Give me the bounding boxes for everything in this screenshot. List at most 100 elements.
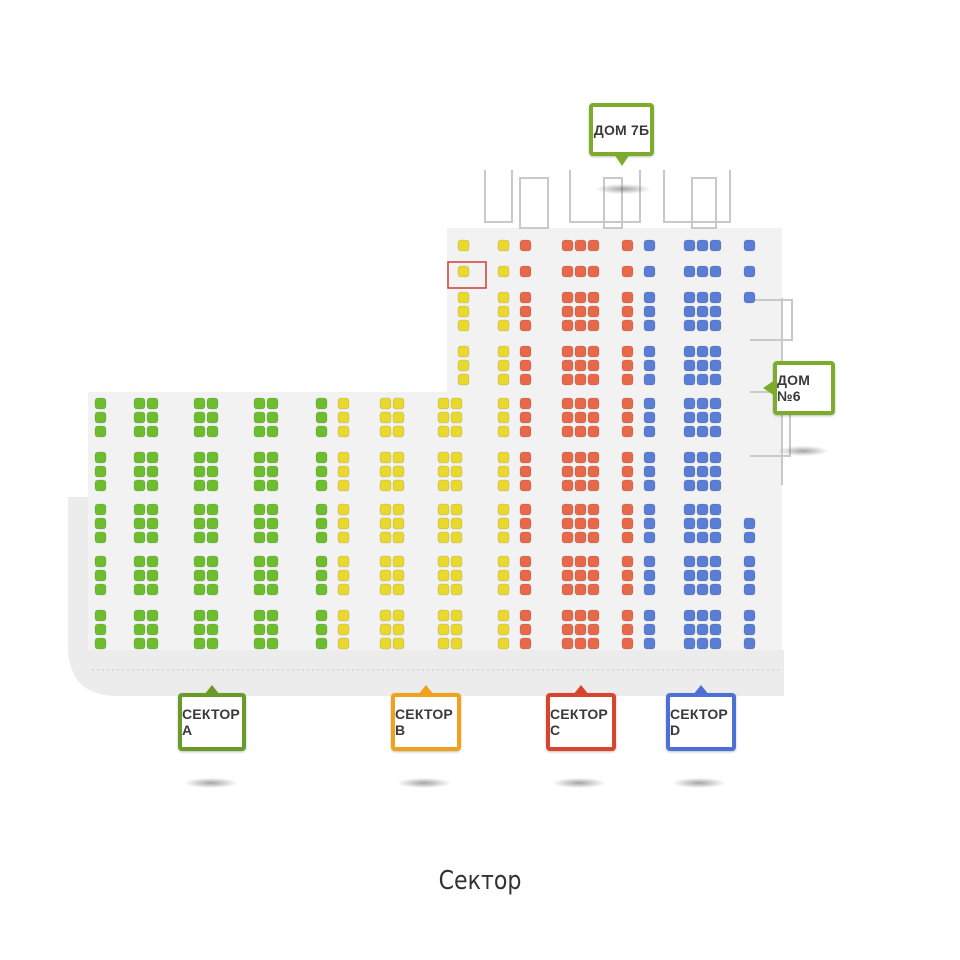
- parking-spot-d[interactable]: [683, 359, 696, 372]
- parking-spot-a[interactable]: [193, 465, 206, 478]
- parking-spot-c[interactable]: [621, 517, 634, 530]
- parking-spot-b[interactable]: [379, 637, 392, 650]
- parking-spot-a[interactable]: [266, 583, 279, 596]
- parking-spot-d[interactable]: [643, 397, 656, 410]
- parking-spot-b[interactable]: [437, 583, 450, 596]
- parking-spot-a[interactable]: [146, 397, 159, 410]
- parking-spot-c[interactable]: [519, 465, 532, 478]
- parking-spot-c[interactable]: [574, 359, 587, 372]
- parking-spot-d[interactable]: [696, 623, 709, 636]
- parking-spot-b[interactable]: [392, 411, 405, 424]
- parking-spot-b[interactable]: [392, 569, 405, 582]
- parking-spot-a[interactable]: [133, 637, 146, 650]
- parking-spot-d[interactable]: [709, 411, 722, 424]
- parking-spot-a[interactable]: [146, 531, 159, 544]
- parking-spot-a[interactable]: [193, 397, 206, 410]
- parking-spot-c[interactable]: [621, 319, 634, 332]
- parking-spot-b[interactable]: [497, 373, 510, 386]
- parking-spot-d[interactable]: [709, 465, 722, 478]
- parking-spot-b[interactable]: [450, 397, 463, 410]
- parking-spot-c[interactable]: [587, 305, 600, 318]
- parking-spot-a[interactable]: [193, 637, 206, 650]
- parking-spot-c[interactable]: [519, 345, 532, 358]
- parking-spot-b[interactable]: [450, 479, 463, 492]
- parking-spot-d[interactable]: [696, 569, 709, 582]
- parking-spot-d[interactable]: [643, 465, 656, 478]
- parking-spot-b[interactable]: [497, 465, 510, 478]
- parking-spot-d[interactable]: [683, 583, 696, 596]
- parking-spot-d[interactable]: [709, 451, 722, 464]
- parking-spot-b[interactable]: [437, 623, 450, 636]
- parking-spot-b[interactable]: [437, 503, 450, 516]
- parking-spot-c[interactable]: [561, 359, 574, 372]
- parking-spot-c[interactable]: [621, 397, 634, 410]
- parking-spot-c[interactable]: [587, 411, 600, 424]
- parking-spot-c[interactable]: [574, 531, 587, 544]
- parking-spot-c[interactable]: [519, 503, 532, 516]
- parking-spot-b[interactable]: [457, 239, 470, 252]
- parking-spot-a[interactable]: [94, 555, 107, 568]
- parking-spot-a[interactable]: [94, 623, 107, 636]
- parking-spot-c[interactable]: [574, 373, 587, 386]
- parking-spot-c[interactable]: [519, 373, 532, 386]
- parking-spot-a[interactable]: [253, 623, 266, 636]
- parking-spot-c[interactable]: [587, 531, 600, 544]
- parking-spot-c[interactable]: [519, 569, 532, 582]
- parking-spot-a[interactable]: [206, 517, 219, 530]
- parking-spot-a[interactable]: [133, 451, 146, 464]
- parking-spot-b[interactable]: [337, 451, 350, 464]
- parking-spot-c[interactable]: [587, 555, 600, 568]
- parking-spot-b[interactable]: [379, 517, 392, 530]
- parking-spot-c[interactable]: [587, 465, 600, 478]
- parking-spot-d[interactable]: [709, 265, 722, 278]
- parking-spot-b[interactable]: [392, 623, 405, 636]
- parking-spot-c[interactable]: [587, 583, 600, 596]
- parking-spot-a[interactable]: [266, 411, 279, 424]
- parking-spot-d[interactable]: [743, 609, 756, 622]
- parking-spot-b[interactable]: [450, 609, 463, 622]
- parking-spot-c[interactable]: [621, 425, 634, 438]
- parking-spot-c[interactable]: [561, 517, 574, 530]
- parking-spot-a[interactable]: [133, 425, 146, 438]
- parking-spot-b[interactable]: [337, 411, 350, 424]
- parking-spot-d[interactable]: [709, 319, 722, 332]
- parking-spot-d[interactable]: [743, 517, 756, 530]
- parking-spot-b[interactable]: [337, 425, 350, 438]
- parking-spot-a[interactable]: [146, 503, 159, 516]
- parking-spot-c[interactable]: [519, 531, 532, 544]
- parking-spot-c[interactable]: [561, 239, 574, 252]
- parking-spot-a[interactable]: [266, 451, 279, 464]
- parking-spot-b[interactable]: [379, 531, 392, 544]
- parking-spot-d[interactable]: [696, 555, 709, 568]
- parking-spot-c[interactable]: [519, 319, 532, 332]
- parking-spot-d[interactable]: [683, 319, 696, 332]
- parking-spot-a[interactable]: [266, 555, 279, 568]
- parking-spot-c[interactable]: [587, 265, 600, 278]
- parking-spot-a[interactable]: [266, 517, 279, 530]
- parking-spot-d[interactable]: [683, 425, 696, 438]
- parking-spot-b[interactable]: [497, 503, 510, 516]
- parking-spot-b[interactable]: [497, 359, 510, 372]
- parking-spot-d[interactable]: [696, 503, 709, 516]
- parking-spot-a[interactable]: [315, 425, 328, 438]
- parking-spot-a[interactable]: [94, 569, 107, 582]
- parking-spot-d[interactable]: [696, 265, 709, 278]
- parking-spot-c[interactable]: [519, 583, 532, 596]
- parking-spot-b[interactable]: [379, 555, 392, 568]
- parking-spot-d[interactable]: [696, 479, 709, 492]
- parking-spot-a[interactable]: [133, 531, 146, 544]
- parking-spot-a[interactable]: [266, 479, 279, 492]
- parking-spot-c[interactable]: [561, 397, 574, 410]
- parking-spot-c[interactable]: [587, 345, 600, 358]
- parking-spot-a[interactable]: [94, 397, 107, 410]
- parking-spot-a[interactable]: [193, 411, 206, 424]
- parking-spot-b[interactable]: [497, 305, 510, 318]
- parking-spot-a[interactable]: [193, 531, 206, 544]
- parking-spot-c[interactable]: [561, 569, 574, 582]
- parking-spot-a[interactable]: [146, 517, 159, 530]
- parking-spot-b[interactable]: [379, 411, 392, 424]
- parking-spot-d[interactable]: [643, 345, 656, 358]
- parking-spot-b[interactable]: [437, 517, 450, 530]
- parking-spot-a[interactable]: [193, 555, 206, 568]
- parking-spot-b[interactable]: [437, 411, 450, 424]
